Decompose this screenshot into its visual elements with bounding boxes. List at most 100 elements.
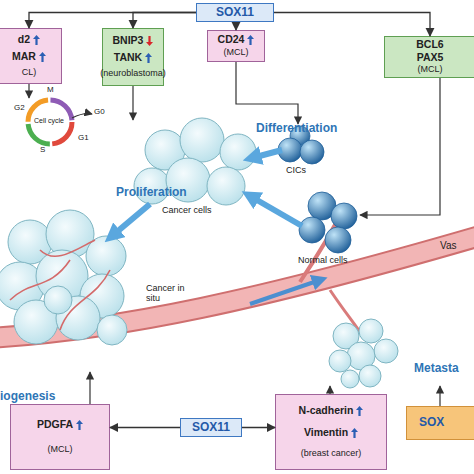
node-text: SOX11 bbox=[216, 6, 254, 19]
text-row: (MCL) bbox=[418, 65, 443, 75]
cell-cycle-wheel bbox=[28, 100, 72, 144]
figure-label: Differentiation bbox=[256, 122, 337, 135]
leader-arrows bbox=[29, 62, 440, 406]
connector-arrow bbox=[29, 13, 196, 29]
connector-arrow bbox=[242, 427, 275, 428]
cancer-cells bbox=[180, 118, 224, 162]
target-box: N-cadherinVimentin(breast cancer) bbox=[275, 394, 387, 470]
process-arrows bbox=[250, 196, 302, 226]
normal-cells bbox=[299, 217, 325, 243]
figure-label: G2 bbox=[14, 104, 25, 113]
cell-cycle-wheel bbox=[72, 114, 92, 119]
target-box: d2MAR CL) bbox=[0, 28, 62, 84]
cell-cycle-wheel bbox=[28, 100, 92, 144]
arrow-shape bbox=[33, 35, 40, 45]
up-arrow-symbol bbox=[39, 52, 46, 62]
text-row: PAX5 bbox=[417, 52, 444, 64]
target-box: PDGFA (MCL) bbox=[10, 404, 110, 470]
normal-cells bbox=[299, 192, 357, 253]
node-text: TANK bbox=[114, 52, 142, 64]
up-arrow-symbol bbox=[247, 35, 254, 45]
text-row: SOX11 bbox=[192, 421, 230, 434]
figure-label: Normal cells bbox=[298, 256, 348, 266]
leader-arrows bbox=[28, 84, 29, 98]
text-row: CD24 bbox=[218, 34, 255, 46]
up-arrow-symbol bbox=[76, 420, 83, 430]
cancer-initiating-cells bbox=[300, 140, 324, 164]
text-row: PDGFA bbox=[37, 419, 83, 431]
node-text: BCL6 bbox=[416, 39, 443, 51]
connector-arrow bbox=[133, 13, 196, 29]
text-row: d2 bbox=[18, 34, 40, 46]
arrow-shape bbox=[76, 420, 83, 430]
text-row: MAR bbox=[12, 51, 46, 63]
tumor-cells bbox=[0, 210, 127, 345]
leader-arrows bbox=[329, 386, 330, 394]
process-arrows bbox=[112, 150, 302, 236]
text-row: SOX11 bbox=[216, 6, 254, 19]
text-row: Vimentin bbox=[304, 427, 358, 439]
node-text: (MCL) bbox=[224, 48, 249, 58]
arrow-shape bbox=[146, 36, 153, 46]
figure-label: Cell cycle bbox=[34, 117, 64, 125]
arrow-shape bbox=[39, 52, 46, 62]
text-row: (breast cancer) bbox=[301, 449, 362, 459]
metastasis-cells bbox=[374, 339, 398, 363]
tumor-capillaries bbox=[10, 260, 70, 300]
cell-cycle-wheel bbox=[28, 100, 72, 144]
node-text: (breast cancer) bbox=[301, 449, 362, 459]
leader-arrows bbox=[439, 386, 440, 406]
figure-label: S bbox=[40, 146, 45, 155]
target-box: BCL6PAX5(MCL) bbox=[384, 36, 474, 78]
figure-label: G0 bbox=[94, 108, 105, 117]
connector-arrow bbox=[110, 427, 180, 428]
figure-label: Vas bbox=[440, 240, 457, 251]
tumor-cells bbox=[97, 315, 127, 345]
metastasis-cells bbox=[329, 319, 398, 388]
cell-cycle-wheel bbox=[28, 100, 72, 144]
text-row: TANK bbox=[114, 52, 152, 64]
leader-arrows bbox=[236, 62, 298, 124]
node-text: PDGFA bbox=[37, 419, 73, 431]
tumor-capillaries bbox=[10, 240, 110, 330]
down-arrow-symbol bbox=[146, 36, 153, 46]
figure-label: M bbox=[47, 86, 54, 95]
arrow-shape bbox=[247, 35, 254, 45]
gene-box: SOX bbox=[406, 406, 474, 440]
text-row: BCL6 bbox=[416, 39, 443, 51]
node-text: CD24 bbox=[218, 34, 245, 46]
metastasis-cells bbox=[359, 319, 383, 343]
arrow-shape bbox=[145, 53, 152, 63]
tumor-cells bbox=[44, 286, 72, 314]
node-text: PAX5 bbox=[417, 52, 444, 64]
target-box: CD24 (MCL) bbox=[207, 30, 265, 62]
target-box: BNIP3TANK (neuroblastoma) bbox=[102, 28, 164, 86]
node-text: (MCL) bbox=[418, 65, 443, 75]
metastasis-cells bbox=[359, 365, 381, 387]
text-row: SOX bbox=[419, 416, 444, 429]
node-text: SOX11 bbox=[192, 421, 230, 434]
process-arrows bbox=[252, 150, 282, 158]
figure-label: G1 bbox=[78, 134, 89, 143]
node-text: CL) bbox=[22, 68, 37, 78]
node-text: MAR bbox=[12, 51, 36, 63]
leader-arrows bbox=[132, 86, 133, 120]
gene-box: SOX11 bbox=[196, 3, 274, 22]
cancer-cells bbox=[207, 167, 245, 205]
figure-label: CICs bbox=[286, 166, 306, 176]
normal-cells bbox=[331, 203, 357, 229]
node-text: Vimentin bbox=[304, 427, 348, 439]
text-row: (MCL) bbox=[48, 445, 73, 455]
tumor-capillaries bbox=[60, 270, 110, 330]
connector-arrow bbox=[274, 13, 430, 37]
metastasis-cells bbox=[341, 370, 359, 388]
text-row: CL) bbox=[22, 68, 37, 78]
blood-vessel bbox=[250, 280, 320, 304]
node-text: BNIP3 bbox=[113, 35, 144, 47]
gene-box: SOX11 bbox=[180, 418, 242, 437]
node-text: (neuroblastoma) bbox=[100, 69, 166, 79]
figure-label: Cancer cells bbox=[162, 206, 212, 216]
